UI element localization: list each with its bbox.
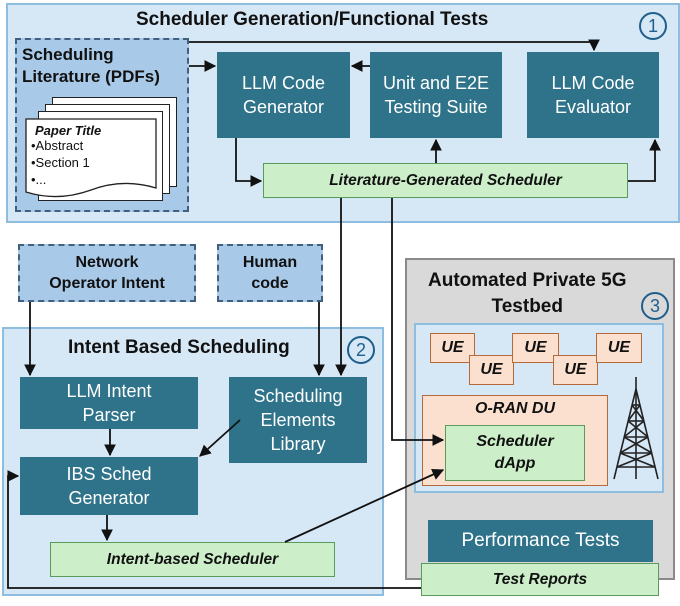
llm-code-generator: LLM Code Generator <box>217 52 350 138</box>
region-number-2: 2 <box>347 336 375 364</box>
ue-4: UE <box>553 355 598 385</box>
paper-line-abstract: •Abstract <box>31 138 84 153</box>
network-operator-intent: Network Operator Intent <box>18 244 196 302</box>
test-reports: Test Reports <box>421 563 659 596</box>
region-number-1: 1 <box>639 12 667 40</box>
region-title-intent-based-scheduling: Intent Based Scheduling <box>68 337 290 358</box>
scheduling-literature-title: Scheduling Literature (PDFs) <box>22 45 160 86</box>
scheduling-elements-library: Scheduling Elements Library <box>229 377 367 463</box>
paper-line-ellipsis: •... <box>31 172 47 187</box>
llm-intent-parser: LLM Intent Parser <box>20 377 198 429</box>
ue-2: UE <box>469 355 514 385</box>
oran-du-label: O-RAN DU <box>475 400 555 417</box>
performance-tests: Performance Tests <box>428 520 653 562</box>
paper-line-section-1: •Section 1 <box>31 155 90 170</box>
llm-code-evaluator: LLM Code Evaluator <box>527 52 659 138</box>
ue-5: UE <box>596 333 642 363</box>
ibs-sched-generator: IBS Sched Generator <box>20 457 198 515</box>
scheduler-dapp: Scheduler dApp <box>445 425 585 481</box>
cell-tower-icon <box>613 377 659 480</box>
ue-3: UE <box>512 333 559 363</box>
region-number-3: 3 <box>641 292 669 320</box>
paper-document-icon: Paper Title •Abstract •Section 1 •... <box>25 118 157 202</box>
region-title-testbed: Automated Private 5G Testbed <box>428 270 627 317</box>
literature-generated-scheduler: Literature-Generated Scheduler <box>263 163 628 198</box>
region-title-scheduler-generation: Scheduler Generation/Functional Tests <box>136 9 489 30</box>
intent-based-scheduler: Intent-based Scheduler <box>50 542 335 577</box>
human-code: Human code <box>217 244 323 302</box>
paper-title: Paper Title <box>35 123 102 138</box>
unit-e2e-testing-suite: Unit and E2E Testing Suite <box>370 52 502 138</box>
